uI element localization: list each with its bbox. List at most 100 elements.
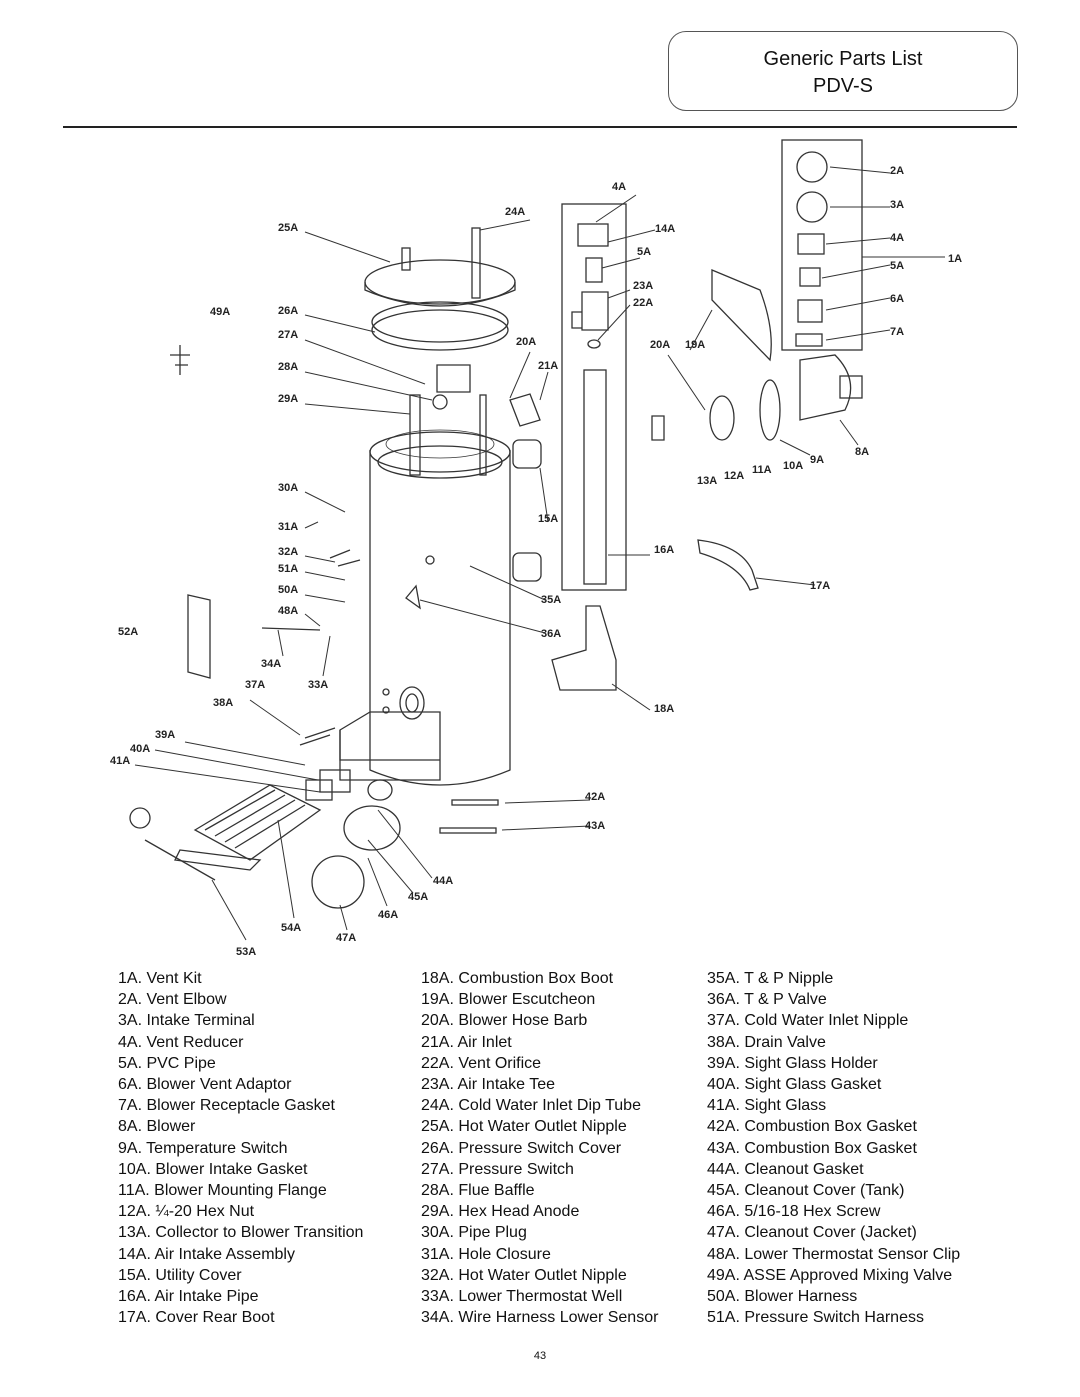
parts-list-item: 10A. Blower Intake Gasket <box>118 1160 308 1178</box>
blower-escutcheon <box>711 269 772 362</box>
parts-list-item: 24A. Cold Water Inlet Dip Tube <box>421 1097 641 1115</box>
callout-label: 16A <box>654 544 674 556</box>
callout-label: 19A <box>685 339 705 351</box>
callout-label: 45A <box>408 891 428 903</box>
callout-label: 52A <box>118 626 138 638</box>
vent-kit-box <box>781 139 863 351</box>
parts-list-item: 35A. T & P Nipple <box>707 970 834 987</box>
tank-lid <box>364 259 516 305</box>
callout-label: 48A <box>278 605 298 617</box>
air-intake-box <box>561 203 627 591</box>
callout-label: 24A <box>505 206 525 218</box>
callout-label: 8A <box>855 446 869 458</box>
callout-label: 40A <box>130 743 150 755</box>
callout-label: 36A <box>541 628 561 640</box>
parts-list-item: 21A. Air Inlet <box>421 1033 512 1051</box>
parts-list-item: 16A. Air Intake Pipe <box>118 1288 259 1306</box>
parts-list-item: 1A. Vent Kit <box>118 970 202 987</box>
parts-list-item: 28A. Flue Baffle <box>421 1182 535 1200</box>
parts-list-item: 22A. Vent Orifice <box>421 1054 542 1072</box>
callout-label: 22A <box>633 297 653 309</box>
parts-list-item: 12A. ¼-20 Hex Nut <box>118 1203 255 1221</box>
callout-label: 12A <box>724 470 744 482</box>
parts-list-item: 38A. Drain Valve <box>707 1033 826 1051</box>
callout-label: 33A <box>308 679 328 691</box>
callout-label: 32A <box>278 546 298 558</box>
parts-list-item: 23A. Air Intake Tee <box>421 1076 556 1094</box>
parts-list-item: 17A. Cover Rear Boot <box>118 1309 275 1327</box>
callout-label: 28A <box>278 361 298 373</box>
parts-list-item: 41A. Sight Glass <box>707 1097 827 1115</box>
parts-list-item: 32A. Hot Water Outlet Nipple <box>421 1266 627 1284</box>
parts-list-item: 30A. Pipe Plug <box>421 1224 527 1242</box>
title-line-1: Generic Parts List <box>763 48 923 70</box>
title-box: Generic Parts List PDV-S <box>668 31 1018 111</box>
callout-label: 15A <box>538 513 558 525</box>
parts-list-item: 3A. Intake Terminal <box>118 1012 255 1030</box>
parts-list-item: 50A. Blower Harness <box>707 1288 858 1306</box>
parts-list-item: 39A. Sight Glass Holder <box>707 1054 878 1072</box>
callout-label: 5A <box>890 260 904 272</box>
parts-list-item: 34A. Wire Harness Lower Sensor <box>421 1309 659 1327</box>
callout-label: 10A <box>783 460 803 472</box>
parts-list-item: 44A. Cleanout Gasket <box>707 1160 864 1178</box>
callout-label: 11A <box>752 464 772 476</box>
callout-labels: 1A 2A 3A 4A 5A 6A 7A 8A 9A 10A 11A 12A 1… <box>110 165 962 958</box>
callout-label: 7A <box>890 326 904 338</box>
callout-label: 17A <box>810 580 830 592</box>
callout-label: 37A <box>245 679 265 691</box>
parts-list-column-1: 1A. Vent Kit 2A. Vent Elbow 3A. Intake T… <box>118 968 363 1328</box>
parts-list-item: 14A. Air Intake Assembly <box>118 1245 295 1263</box>
combustion-box-boot <box>551 605 617 691</box>
parts-list-item: 7A. Blower Receptacle Gasket <box>118 1097 335 1115</box>
parts-list-item: 42A. Combustion Box Gasket <box>707 1118 917 1136</box>
parts-list-item: 2A. Vent Elbow <box>118 991 227 1009</box>
callout-label: 4A <box>612 181 626 193</box>
tank-body <box>369 450 511 786</box>
callout-label: 42A <box>585 791 605 803</box>
callout-label: 47A <box>336 932 356 944</box>
callout-label: 14A <box>655 223 675 235</box>
callout-label: 43A <box>585 820 605 832</box>
cover-rear-boot <box>697 539 759 591</box>
callout-label: 38A <box>213 697 233 709</box>
parts-list-item: 51A. Pressure Switch Harness <box>707 1309 924 1327</box>
tank-inner <box>385 429 495 459</box>
blower <box>799 354 852 421</box>
parts-list-item: 37A. Cold Water Inlet Nipple <box>707 1012 909 1030</box>
tank-top-rim <box>369 431 511 473</box>
callout-label: 20A <box>516 336 536 348</box>
parts-list-item: 25A. Hot Water Outlet Nipple <box>421 1118 627 1136</box>
title-line-2: PDV-S <box>812 75 874 97</box>
callout-label: 18A <box>654 703 674 715</box>
header-rule <box>63 126 1017 128</box>
callout-label: 31A <box>278 521 298 533</box>
callout-label: 30A <box>278 482 298 494</box>
combustion-box <box>339 711 441 781</box>
parts-list-item: 5A. PVC Pipe <box>118 1054 216 1072</box>
callout-label: 5A <box>637 246 651 258</box>
callout-label: 54A <box>281 922 301 934</box>
burner <box>193 784 322 861</box>
callout-label: 1A <box>948 253 962 265</box>
parts-list-item: 20A. Blower Hose Barb <box>421 1012 588 1030</box>
callout-label: 20A <box>650 339 670 351</box>
parts-list-column-2: 18A. Combustion Box Boot 19A. Blower Esc… <box>421 968 658 1328</box>
page-number: 43 <box>533 1350 547 1362</box>
callout-label: 23A <box>633 280 653 292</box>
callout-label: 50A <box>278 584 298 596</box>
parts-list-column-3: 35A. T & P Nipple 36A. T & P Valve 37A. … <box>707 968 960 1328</box>
callout-label: 44A <box>433 875 453 887</box>
parts-list-item: 48A. Lower Thermostat Sensor Clip <box>707 1245 961 1263</box>
parts-list-item: 36A. T & P Valve <box>707 991 827 1009</box>
parts-list-item: 31A. Hole Closure <box>421 1245 551 1263</box>
callout-label: 53A <box>236 946 256 958</box>
callout-label: 29A <box>278 393 298 405</box>
callout-label: 3A <box>890 199 904 211</box>
callout-label: 4A <box>890 232 904 244</box>
callout-label: 41A <box>110 755 130 767</box>
parts-list-item: 9A. Temperature Switch <box>118 1139 288 1157</box>
parts-list-item: 49A. ASSE Approved Mixing Valve <box>707 1266 953 1284</box>
callout-label: 13A <box>697 475 717 487</box>
parts-list-item: 4A. Vent Reducer <box>118 1033 244 1051</box>
